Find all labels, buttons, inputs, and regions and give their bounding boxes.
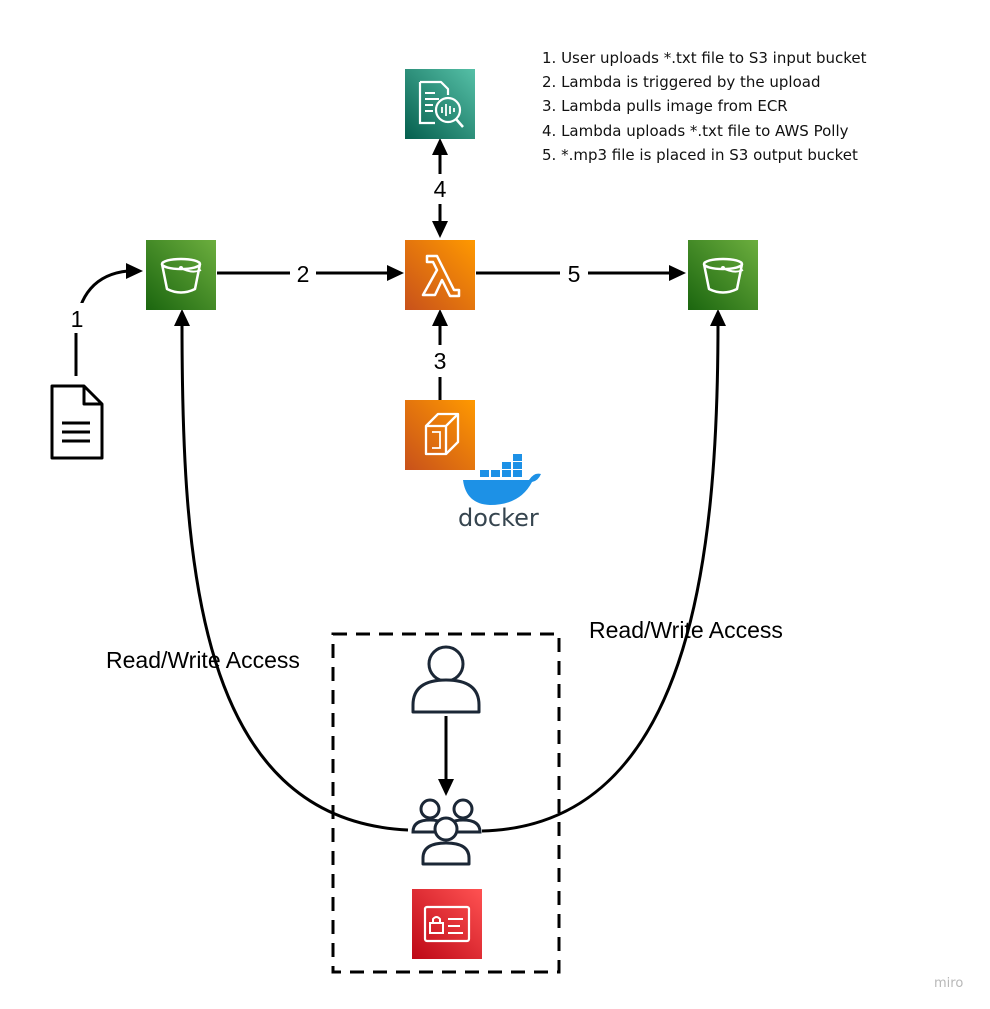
arrowhead bbox=[438, 779, 454, 796]
iam-icon bbox=[412, 889, 482, 959]
arrowhead bbox=[126, 263, 143, 279]
docker-logo: docker bbox=[458, 454, 541, 532]
edge-labels: 1 2 3 4 5 bbox=[66, 174, 588, 377]
step-item: 2. Lambda is triggered by the upload bbox=[542, 73, 821, 92]
arrowhead bbox=[387, 265, 404, 281]
s3-input-bucket-icon bbox=[146, 240, 216, 310]
document-icon bbox=[50, 384, 104, 460]
edge-left-read-write bbox=[180, 321, 409, 832]
edge-label-3: 3 bbox=[434, 348, 447, 374]
user-icon bbox=[411, 645, 481, 714]
lambda-icon bbox=[405, 240, 475, 310]
right-access-label: Read/Write Access bbox=[589, 617, 783, 643]
users-group-boundary bbox=[331, 632, 561, 974]
arrowhead bbox=[432, 221, 448, 238]
ecr-icon bbox=[405, 400, 475, 470]
edge-right-read-write bbox=[481, 321, 720, 833]
edge-label-4: 4 bbox=[434, 176, 447, 202]
arrowheads bbox=[126, 138, 726, 796]
arrowhead bbox=[710, 309, 726, 326]
step-item: 4. Lambda uploads *.txt file to AWS Poll… bbox=[542, 121, 849, 140]
users-group-icon bbox=[411, 798, 482, 866]
arrowhead bbox=[432, 138, 448, 155]
docker-wordmark: docker bbox=[458, 504, 539, 532]
edge-label-2: 2 bbox=[297, 261, 310, 287]
s3-output-bucket-icon bbox=[688, 240, 758, 310]
left-access-label: Read/Write Access bbox=[106, 647, 300, 673]
polly-icon bbox=[405, 69, 475, 139]
arrowhead bbox=[669, 265, 686, 281]
step-item: 1. User uploads *.txt file to S3 input b… bbox=[542, 49, 867, 67]
steps-list: 1. User uploads *.txt file to S3 input b… bbox=[542, 46, 867, 167]
edge-label-5: 5 bbox=[568, 261, 581, 287]
arrowhead bbox=[432, 309, 448, 326]
step-item: 5. *.mp3 file is placed in S3 output buc… bbox=[542, 145, 858, 164]
miro-watermark: miro bbox=[934, 976, 963, 991]
step-item: 3. Lambda pulls image from ECR bbox=[542, 97, 788, 116]
docker-whale-icon bbox=[463, 454, 541, 505]
arrowhead bbox=[174, 309, 190, 326]
edge-label-1: 1 bbox=[71, 306, 84, 332]
